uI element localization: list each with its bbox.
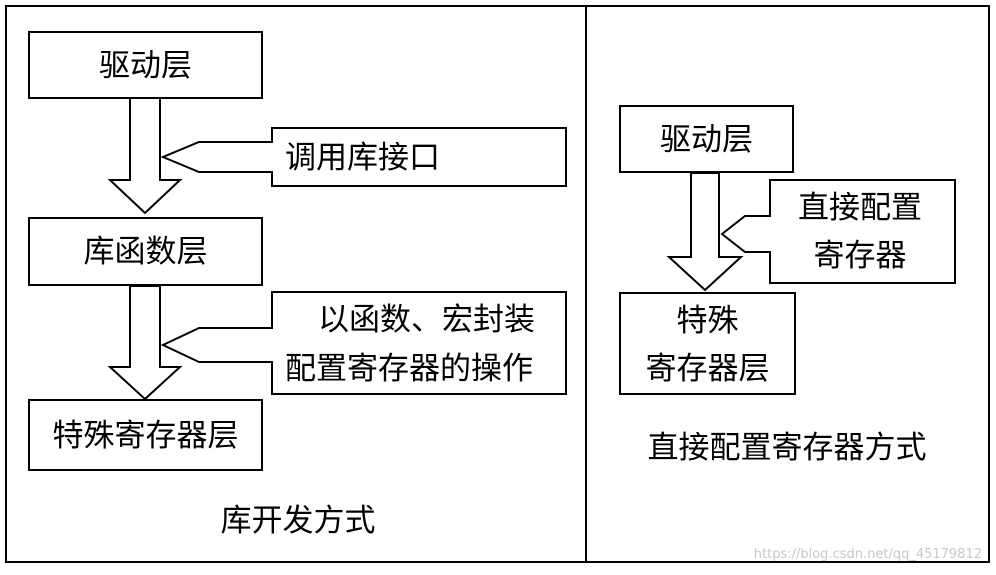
sfr-layer-box [28, 399, 263, 471]
down-arrow-driver-to-sfr [666, 172, 744, 292]
right-driver-layer-label: 驱动层 [660, 122, 753, 158]
direct-config-arrow [720, 179, 956, 284]
driver-layer-box [28, 31, 263, 99]
outer-frame [5, 5, 990, 563]
right-panel: 驱动层 特殊 寄存器层 直接配置 寄存器 直接配置寄存器方式 [619, 105, 956, 466]
library-layer-label: 库函数层 [84, 234, 208, 270]
wrap-register-arrow-label-line2: 配置寄存器的操作 [285, 351, 533, 387]
down-arrow-library-to-sfr [107, 285, 183, 401]
right-driver-layer-box [619, 105, 794, 173]
right-sfr-layer-label-line2: 寄存器层 [646, 351, 770, 387]
direct-config-arrow-label-line1: 直接配置 [798, 190, 922, 226]
driver-layer-label: 驱动层 [99, 48, 192, 84]
watermark-text: https://blog.csdn.net/qq_45179812 [754, 547, 982, 562]
down-arrow-driver-to-library [107, 97, 183, 215]
wrap-register-arrow-label-line1: 以函数、宏封装 [318, 302, 535, 338]
sfr-layer-label: 特殊寄存器层 [53, 418, 239, 454]
right-sfr-layer-label-line1: 特殊 [677, 303, 739, 339]
direct-config-arrow-label-line2: 寄存器 [814, 238, 907, 274]
wrap-register-arrow [160, 291, 567, 395]
call-library-arrow [160, 127, 567, 187]
left-panel: 驱动层 库函数层 特殊寄存器层 调用库接口 以函数、宏封装 配置寄存器的操作 库… [28, 31, 567, 539]
right-sfr-layer-box [619, 292, 796, 395]
library-layer-box [28, 217, 263, 286]
call-library-arrow-label: 调用库接口 [285, 140, 440, 176]
right-panel-caption: 直接配置寄存器方式 [648, 430, 927, 466]
left-panel-caption: 库开发方式 [221, 503, 376, 539]
